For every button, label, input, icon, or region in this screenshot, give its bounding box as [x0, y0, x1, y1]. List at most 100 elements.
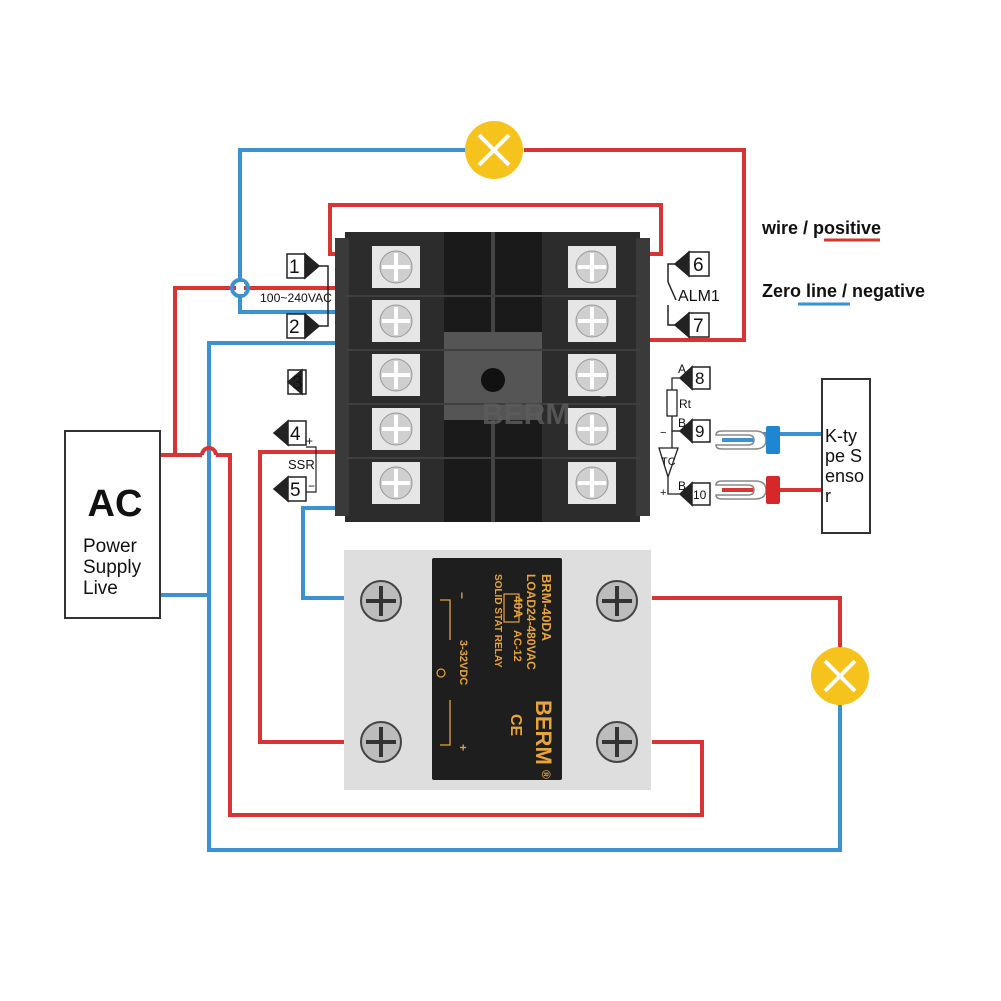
blue-wire-top-loop [238, 148, 465, 314]
alarm-relay-symbol [667, 263, 677, 326]
red-wire-hop [200, 446, 218, 456]
b2-label: B [678, 479, 686, 493]
screw-terminal-icon [596, 721, 638, 763]
ssr-minus: − [308, 479, 315, 493]
relay-registered: ® [539, 770, 553, 779]
screw-terminal-icon [372, 300, 420, 342]
ssr-label: SSR [288, 457, 315, 472]
terminal-marker-4 [272, 419, 307, 447]
lamp-icon-top [465, 121, 523, 179]
b-label: B [678, 416, 686, 430]
red-wire-live-bottom [216, 453, 704, 817]
sensor-line-3: enso [825, 466, 864, 486]
terminal-marker-5 [272, 475, 307, 503]
relay-model: BRM-40DA [539, 574, 554, 642]
tc-plus: + [660, 487, 666, 499]
blue-wire-ssr-minus [301, 506, 353, 600]
relay-name: SOLID STAT RELAY [492, 574, 503, 668]
supply-label: 100~240VAC [260, 291, 332, 305]
sensor-line-1: K-ty [825, 426, 857, 446]
fork-connector-icon-top [715, 426, 780, 454]
legend-red-label: wire / positive [761, 218, 881, 238]
terminal-num-9: 9 [695, 422, 704, 441]
terminal-marker-3 [286, 368, 307, 396]
power-line-2: Supply [83, 557, 142, 578]
controller-centre-hole [481, 368, 505, 392]
terminal-num-5: 5 [290, 480, 301, 501]
screw-terminal-icon [568, 354, 616, 396]
terminal-num-6: 6 [693, 255, 704, 276]
relay-label-text: BRM-40DA LOAD24-480VAC 40A AC-12 SOLID S… [455, 574, 556, 779]
ssr-plus: + [306, 434, 313, 448]
terminal-num-3: 3 [292, 373, 303, 394]
red-wire-ssr-plus [258, 450, 353, 744]
ac-power-supply-box: AC Power Supply Live [64, 430, 161, 619]
terminal-num-1: 1 [289, 257, 300, 278]
sensor-line-2: pe S [825, 446, 862, 466]
relay-load: LOAD24-480VAC [524, 574, 538, 670]
left-screw-terminals [372, 246, 420, 504]
solid-state-relay: BRM-40DA LOAD24-480VAC 40A AC-12 SOLID S… [344, 550, 651, 790]
right-screw-terminals [568, 246, 616, 504]
red-wire-jumper [328, 203, 663, 256]
lamp-icon-right [811, 647, 869, 705]
relay-input-bracket-2 [440, 700, 451, 746]
rt-label: Rt [679, 397, 692, 411]
terminal-marker-6 [673, 250, 710, 278]
power-title: AC [88, 483, 143, 525]
screw-terminal-icon [360, 721, 402, 763]
terminal-num-2: 2 [289, 317, 300, 338]
crossing-hop [230, 278, 241, 298]
sensor-line-4: r [825, 486, 831, 506]
a-label: A [678, 362, 686, 376]
screw-terminal-icon [596, 580, 638, 622]
ssr-bracket [306, 446, 317, 493]
power-line-1: Power [83, 536, 138, 557]
screw-terminal-icon [568, 462, 616, 504]
tc-minus: − [660, 427, 666, 439]
screw-terminal-icon [372, 246, 420, 288]
blue-wire-bottom-loop [160, 593, 842, 852]
red-wire-top-loop [524, 148, 746, 342]
terminal-num-8: 8 [695, 369, 704, 388]
screw-terminal-icon [568, 246, 616, 288]
right-terminal-markers [673, 250, 711, 507]
fork-connector-icon-bottom [715, 476, 780, 504]
screw-terminal-icon [568, 408, 616, 450]
terminal-num-7: 7 [693, 316, 704, 337]
tc-label: TC [661, 456, 676, 468]
relay-led-dot [436, 668, 446, 678]
relay-plus: + [456, 744, 470, 751]
terminal-num-10: 10 [693, 488, 707, 502]
terminal-marker-1 [286, 252, 321, 280]
terminal-marker-8 [678, 365, 711, 391]
screw-terminal-icon [568, 300, 616, 342]
alarm-label: ALM1 [678, 288, 720, 305]
relay-brand: BERM [531, 700, 556, 765]
left-terminal-numbers: 1 2 3 4 5 [289, 257, 303, 501]
right-terminal-numbers: 6 7 8 9 10 [693, 255, 707, 502]
crossing-gap [236, 282, 244, 294]
rtd-tc-symbols [658, 377, 680, 495]
legend-blue-label: Zero line / negative [762, 281, 925, 301]
screw-terminal-icon [372, 462, 420, 504]
terminal-marker-10 [678, 481, 711, 507]
screw-terminal-icon [360, 580, 402, 622]
supply-bracket [319, 265, 329, 327]
relay-current: 40A [511, 596, 525, 618]
screw-terminal-icon [372, 354, 420, 396]
k-type-sensor-box: K-ty pe S enso r [821, 378, 871, 534]
power-line-3: Live [83, 578, 118, 599]
relay-input-bracket [440, 599, 451, 640]
blue-wire-crossing [239, 278, 250, 298]
terminal-marker-2 [286, 312, 321, 340]
relay-input: 3-32VDC [457, 640, 469, 685]
left-terminal-markers [272, 252, 321, 503]
controller-brand: BERM [482, 398, 570, 431]
relay-ac: AC-12 [511, 630, 523, 662]
terminal-num-4: 4 [290, 424, 301, 445]
legend: wire / positive Zero line / negative [761, 218, 925, 306]
relay-ce: CE [507, 714, 524, 737]
terminal-marker-7 [673, 311, 710, 339]
